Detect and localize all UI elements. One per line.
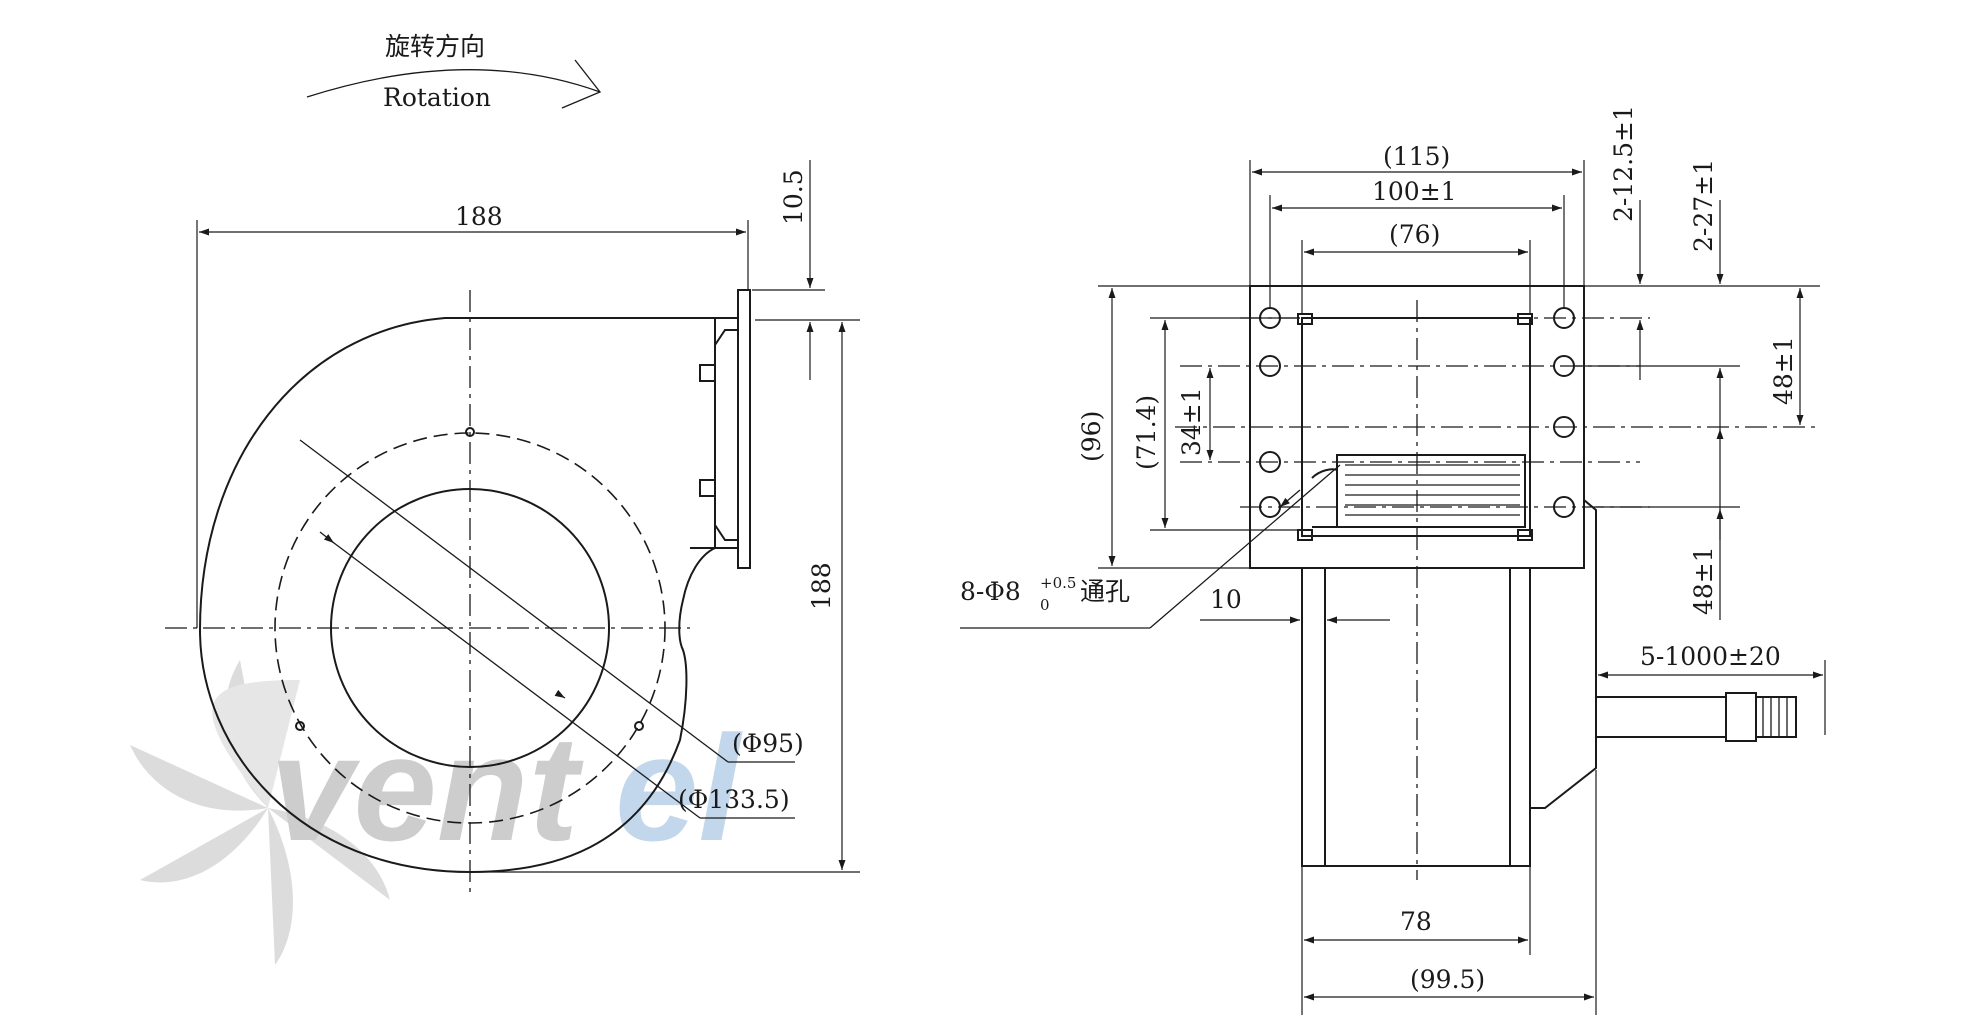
connector-ridges bbox=[1762, 697, 1788, 737]
left-view: (Φ95) (Φ133.5) 188 188 10.5 bbox=[165, 160, 860, 895]
bracket bbox=[714, 329, 738, 541]
watermark-text-main: vent bbox=[270, 704, 584, 872]
dim-body-width: 78 bbox=[1400, 907, 1432, 936]
dim-body-overall: (99.5) bbox=[1410, 965, 1485, 994]
leader-arrow bbox=[554, 689, 566, 699]
dim-top-125: 2-12.5±1 bbox=[1609, 105, 1638, 222]
holes-note-tol-upper: +0.5 bbox=[1040, 574, 1076, 592]
holes-note-suffix: 通孔 bbox=[1080, 577, 1130, 606]
dim-flange: 10.5 bbox=[779, 169, 808, 225]
dim-48-lower: 48±1 bbox=[1689, 546, 1718, 615]
impeller-hub bbox=[1311, 468, 1338, 528]
housing-corner bbox=[1517, 529, 1533, 541]
mounting-flange bbox=[737, 289, 751, 569]
dim-inner-diameter: (Φ95) bbox=[732, 729, 804, 758]
fan-blade bbox=[212, 680, 300, 808]
dim-outer-diameter: (Φ133.5) bbox=[678, 785, 790, 814]
holes-note-prefix: 8-Φ8 bbox=[960, 577, 1021, 606]
screw-hole bbox=[295, 721, 305, 731]
rotation-arrow-head-icon bbox=[561, 59, 602, 109]
leader-line bbox=[329, 539, 701, 819]
rotation-label-en: Rotation bbox=[383, 83, 491, 112]
dim-offset: 10 bbox=[1210, 585, 1242, 614]
dim-inner-width: (76) bbox=[1389, 220, 1440, 249]
watermark: vent el bbox=[130, 660, 743, 965]
cable-sleeve bbox=[1725, 692, 1757, 742]
leader-arrow bbox=[319, 531, 335, 544]
dim-width: 188 bbox=[455, 202, 503, 231]
leader-arrow bbox=[1279, 489, 1301, 508]
leader-line bbox=[1149, 464, 1341, 629]
motor-body bbox=[1301, 567, 1531, 867]
holes-note-tol-lower: 0 bbox=[1040, 596, 1050, 614]
housing-corner bbox=[1297, 529, 1313, 541]
dim-overall-width: (115) bbox=[1383, 142, 1450, 171]
screw-hole bbox=[634, 721, 644, 731]
right-view: (115) 100±1 (76) (96) (71.4) 34±1 8-Φ8 +… bbox=[960, 105, 1826, 1015]
dim-hole-span: 100±1 bbox=[1372, 177, 1457, 206]
dim-top-27: 2-27±1 bbox=[1689, 159, 1718, 252]
housing-corner bbox=[1517, 313, 1533, 325]
dim-height: 188 bbox=[807, 562, 836, 610]
impeller bbox=[1336, 454, 1526, 528]
fan-blade bbox=[140, 808, 268, 883]
leader-line bbox=[299, 439, 729, 763]
cable bbox=[1595, 696, 1727, 738]
fan-blade bbox=[268, 808, 293, 965]
bracket-tab bbox=[699, 364, 716, 382]
connector bbox=[1755, 696, 1797, 738]
impeller-blades bbox=[1345, 464, 1520, 516]
dim-height-71: (71.4) bbox=[1132, 395, 1161, 470]
dim-48-upper: 48±1 bbox=[1769, 336, 1798, 405]
housing-outline bbox=[198, 317, 716, 874]
dim-cable: 5-1000±20 bbox=[1640, 642, 1781, 671]
watermark-text-accent: el bbox=[615, 704, 743, 872]
bracket-tab bbox=[699, 479, 716, 497]
dim-height-96: (96) bbox=[1077, 411, 1106, 462]
rotation-arrow-icon bbox=[306, 69, 601, 98]
dim-pitch-34: 34±1 bbox=[1177, 387, 1206, 456]
rotation-indicator: 旋转方向 Rotation bbox=[306, 32, 602, 112]
fan-blade bbox=[268, 808, 390, 900]
rotation-label-cn: 旋转方向 bbox=[385, 32, 485, 61]
motor-end-cap bbox=[1530, 499, 1597, 809]
housing-corner bbox=[1297, 313, 1313, 325]
fan-logo-icon bbox=[130, 660, 390, 965]
fan-blade bbox=[130, 745, 268, 811]
